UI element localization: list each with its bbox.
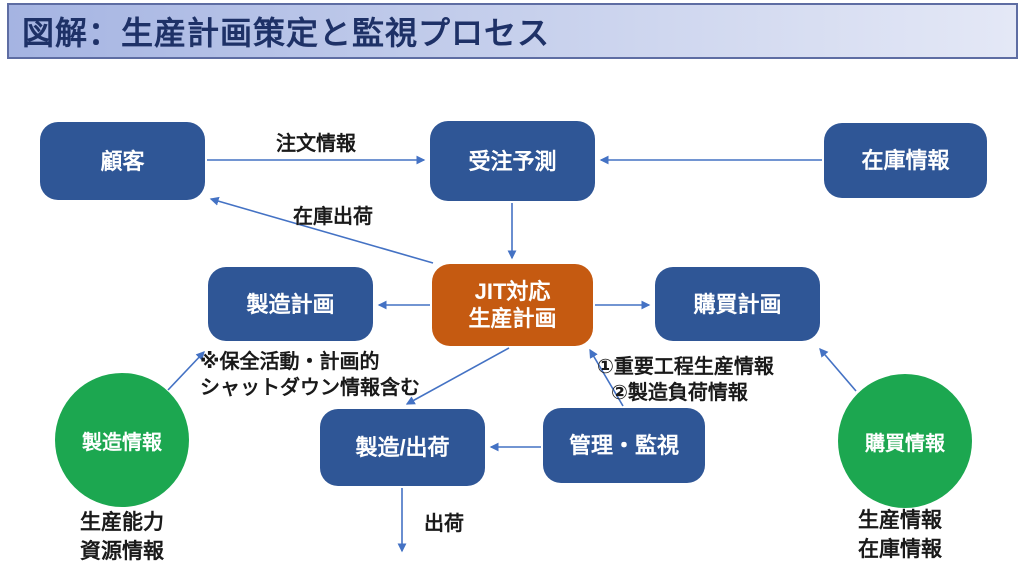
node-manufacturing-shipping-label: 製造/出荷 bbox=[355, 435, 450, 460]
capacity-note-line1: 生産能力 bbox=[80, 511, 164, 534]
circle-manufacturing-info: 製造情報 bbox=[55, 373, 189, 507]
capacity-note-line2: 資源情報 bbox=[80, 540, 164, 563]
node-manufacturing-shipping: 製造/出荷 bbox=[320, 409, 485, 486]
label-capacity-note: 生産能力 資源情報 bbox=[80, 508, 164, 566]
node-management-monitoring: 管理・監視 bbox=[543, 408, 705, 483]
circle-manufacturing-info-label: 製造情報 bbox=[82, 431, 162, 454]
purchase-note-line1: 生産情報 bbox=[858, 509, 942, 532]
purchase-note-line2: 在庫情報 bbox=[858, 538, 942, 561]
node-jit-line2: 生産計画 bbox=[468, 306, 557, 331]
label-shipment: 出荷 bbox=[424, 513, 464, 535]
arrow-manufacturing-info-to-plan bbox=[167, 351, 205, 391]
label-order-info: 注文情報 bbox=[276, 133, 356, 155]
node-jit-production-plan: JIT対応 生産計画 bbox=[432, 264, 593, 346]
node-purchasing-plan: 購買計画 bbox=[655, 267, 820, 341]
node-jit-line1: JIT対応 bbox=[474, 279, 551, 304]
title-bar: 図解：生産計画策定と監視プロセス bbox=[7, 3, 1018, 59]
node-manufacturing-plan-label: 製造計画 bbox=[246, 291, 335, 317]
node-order-forecast: 受注予測 bbox=[430, 121, 595, 201]
maintenance-note-line2: シャットダウン情報含む bbox=[200, 377, 420, 399]
label-process-info: ①重要工程生産情報 ②製造負荷情報 bbox=[597, 354, 774, 406]
process-info-line1: ①重要工程生産情報 bbox=[597, 356, 774, 378]
node-management-monitoring-label: 管理・監視 bbox=[568, 433, 679, 458]
node-purchasing-plan-label: 購買計画 bbox=[693, 291, 782, 317]
arrow-jit-to-manufacturing-shipping bbox=[405, 347, 510, 405]
label-maintenance-note: ※保全活動・計画的 シャットダウン情報含む bbox=[200, 349, 420, 401]
maintenance-note-line1: ※保全活動・計画的 bbox=[200, 351, 380, 373]
process-info-line2: ②製造負荷情報 bbox=[611, 382, 748, 404]
node-customer-label: 顧客 bbox=[100, 148, 145, 174]
node-manufacturing-plan: 製造計画 bbox=[208, 267, 373, 341]
arrow-purchasing-info-to-plan bbox=[819, 347, 857, 392]
node-inventory-info-label: 在庫情報 bbox=[861, 148, 950, 173]
page-title: 図解：生産計画策定と監視プロセス bbox=[22, 15, 551, 51]
label-purchase-note: 生産情報 在庫情報 bbox=[858, 506, 942, 564]
node-inventory-info: 在庫情報 bbox=[824, 123, 987, 198]
node-order-forecast-label: 受注予測 bbox=[468, 148, 557, 174]
circle-purchasing-info: 購買情報 bbox=[838, 374, 972, 508]
label-inventory-shipment: 在庫出荷 bbox=[293, 206, 373, 228]
circle-purchasing-info-label: 購買情報 bbox=[865, 432, 945, 455]
node-customer: 顧客 bbox=[40, 122, 205, 200]
